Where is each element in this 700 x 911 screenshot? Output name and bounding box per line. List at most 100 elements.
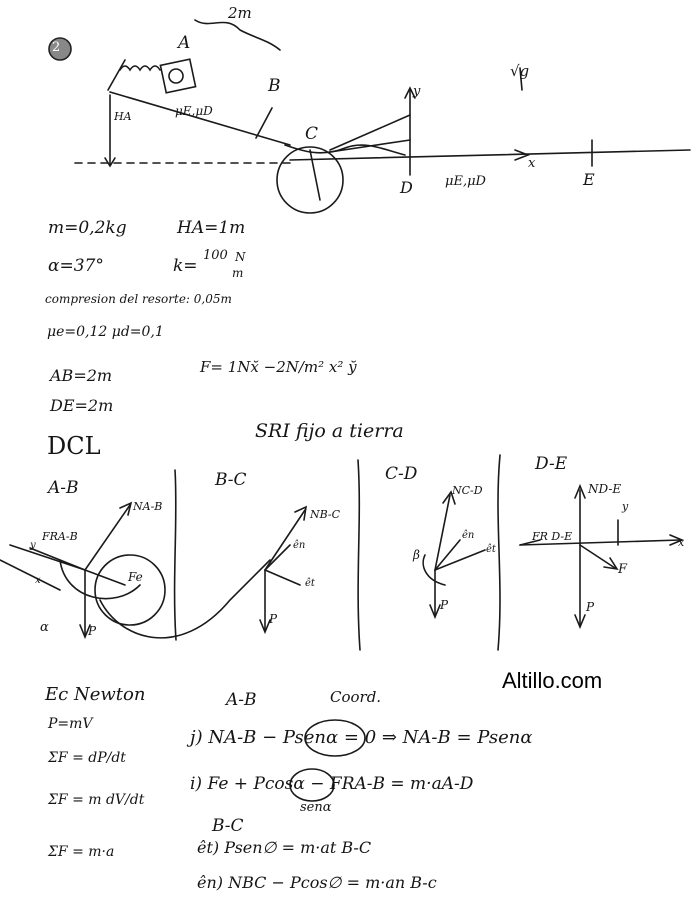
wall [107, 59, 126, 91]
point-c: C [305, 124, 319, 144]
cd-normal-head [442, 490, 456, 505]
ray-2 [329, 139, 411, 153]
equations-heading: Ec Newton [45, 684, 146, 705]
incline-bc [284, 144, 406, 156]
eq-general-2: ΣF = dP/dt [48, 750, 126, 766]
friction-de-label: μE,μD [445, 174, 486, 189]
section-bc: B-C [215, 470, 247, 490]
frame-heading: SRI fijo a tierra [255, 420, 404, 442]
ab-ellipse [94, 554, 166, 626]
point-b: B [268, 76, 281, 96]
gravity-arrow [519, 67, 523, 91]
cd-normal [434, 494, 451, 571]
watermark-text: Altillo.com [502, 668, 603, 693]
gravity-label: √g [510, 62, 530, 80]
de-weight-head [574, 614, 586, 630]
bc-et-label: êt [305, 578, 315, 589]
bc-normal-head [294, 505, 308, 521]
eq-general-3: ΣF = m dV/dt [48, 792, 145, 808]
cd-beta-label: β [413, 548, 420, 562]
ab-weight-label: P [88, 624, 97, 638]
bc-en-label: ên [293, 540, 306, 551]
height-value: HA=1m [177, 218, 246, 238]
cd-normal-label: NC-D [452, 484, 483, 497]
de-x-axis [519, 539, 681, 546]
ab-length: AB=2m [50, 366, 113, 385]
dcl-heading: DCL [47, 432, 101, 460]
ab-spring [84, 569, 126, 586]
eq-bc-title: B-C [212, 816, 244, 836]
point-e: E [583, 170, 595, 189]
de-length: DE=2m [50, 396, 114, 415]
cd-weight-head [429, 604, 441, 620]
height-label: HA [114, 110, 132, 123]
de-yhat-label: y [622, 500, 629, 513]
ab-yhat-label: y [30, 540, 36, 551]
ab-xhat-label: x [35, 575, 41, 586]
eq-j: j) NA-B − Psenα = 0 ⇒ NA-B = Psenα [190, 727, 533, 748]
eq-note: senα [300, 800, 332, 815]
problem-number-circle [48, 37, 72, 61]
ab-normal-head [119, 501, 133, 516]
height-arrow-head [104, 157, 116, 168]
bc-et [264, 569, 301, 586]
problem-number: 2 [52, 40, 61, 55]
de-x-left [519, 539, 541, 546]
eq-coord-note: Coord. [330, 688, 382, 706]
bc-normal-label: NB-C [310, 508, 341, 521]
section-cd: C-D [385, 464, 418, 484]
ab-spring-label: Fe [128, 570, 143, 584]
eq-general-1: P=mV [48, 716, 93, 732]
de-normal-head [574, 483, 586, 499]
eq-general-4: ΣF = m·a [48, 844, 115, 860]
cd-arc [422, 554, 446, 586]
pcos-circle [289, 768, 335, 802]
ab-weight-head [79, 624, 91, 640]
length-squiggle [194, 19, 281, 51]
de-force [579, 544, 616, 569]
block-a [159, 58, 197, 94]
ab-curve [99, 559, 271, 639]
cd-et [434, 549, 486, 571]
eq-i: i) Fe + Pcosα − FRA-B = m·aA-D [190, 774, 474, 794]
psen-circle [304, 719, 366, 757]
eq-et: êt) Psen∅ = m·at B-C [197, 838, 372, 857]
hatch-b [255, 107, 273, 139]
section-de: D-E [535, 454, 568, 474]
separator-3 [497, 454, 501, 651]
separator-2 [357, 459, 361, 651]
bc-weight-head [259, 619, 271, 635]
eq-en: ên) NBC − Pcos∅ = m·an B-c [197, 873, 437, 892]
ab-normal-label: NA-B [133, 500, 163, 513]
y-axis-head [404, 86, 416, 99]
cd-en-label: ên [462, 530, 475, 541]
ab-normal [84, 504, 131, 571]
ab-alpha-label: α [40, 620, 49, 635]
angle-value: α=37° [48, 256, 104, 276]
de-xhat-label: x [678, 536, 685, 549]
de-x-head [669, 534, 685, 546]
de-force-label: F [618, 562, 628, 577]
ab-arc [59, 559, 141, 600]
axis-y-label: y [413, 84, 421, 99]
ground-de [289, 149, 691, 161]
ab-friction-label: FRA-B [42, 530, 78, 543]
cd-weight-label: P [440, 598, 449, 612]
bc-en [264, 544, 291, 571]
section-ab: A-B [48, 478, 79, 498]
cd-en [434, 539, 461, 571]
bc-normal [264, 509, 306, 571]
ab-axis-2 [0, 559, 61, 591]
mass-value: m=0,2kg [48, 218, 127, 238]
bc-weight-label: P [269, 612, 278, 626]
separator-1 [173, 469, 177, 641]
ab-x-axis [9, 544, 86, 571]
point-d: D [400, 178, 413, 197]
block-a-mark [168, 68, 184, 84]
compression-value: compresion del resorte: 0,05m [45, 292, 232, 306]
length-label: 2m [228, 4, 252, 22]
de-normal-label: ND-E [588, 482, 622, 496]
loop-circle [276, 146, 344, 214]
cd-et-label: êt [486, 544, 496, 555]
